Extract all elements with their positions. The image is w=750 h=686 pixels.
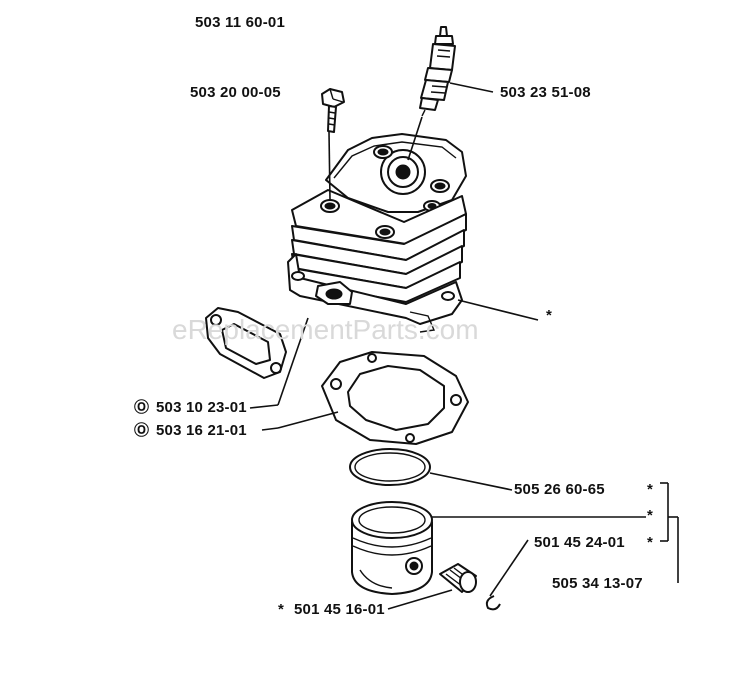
piston[interactable] [351, 501, 433, 595]
exhaust-gasket[interactable] [205, 307, 287, 379]
circlip[interactable] [485, 595, 501, 611]
label-kit: 505 34 13-07 [552, 575, 643, 592]
watermark-text: eReplacementParts.com [172, 314, 479, 345]
leader-lines [249, 82, 679, 610]
label-gasket-b: 503 16 21-01 [156, 422, 247, 439]
base-gasket[interactable] [321, 351, 469, 445]
label-bolt: 503 20 00-05 [190, 84, 281, 101]
label-circlip: 501 45 24-01 [534, 534, 625, 551]
cylinder-bolt[interactable] [321, 88, 345, 133]
label-bearing: 501 45 16-01 [294, 601, 385, 618]
label-circlip-star: * [647, 534, 653, 551]
label-cylinder-star: * [546, 307, 552, 324]
label-ring: 505 26 60-65 [514, 481, 605, 498]
label-assembly: 503 11 60-01 [195, 14, 285, 31]
label-gasket-a: 503 10 23-01 [156, 399, 247, 416]
needle-bearing[interactable] [439, 563, 477, 593]
marker-gasket-a: Ⓞ [134, 398, 149, 416]
marker-gasket-b: Ⓞ [134, 421, 149, 439]
label-spark-plug: 503 23 51-08 [500, 84, 591, 101]
label-bearing-star: * [278, 601, 284, 618]
spark-plug[interactable] [419, 26, 456, 117]
label-ring-star: * [647, 481, 653, 498]
label-piston-star: * [647, 507, 653, 524]
piston-ring[interactable] [349, 448, 431, 486]
cylinder[interactable] [287, 133, 467, 333]
